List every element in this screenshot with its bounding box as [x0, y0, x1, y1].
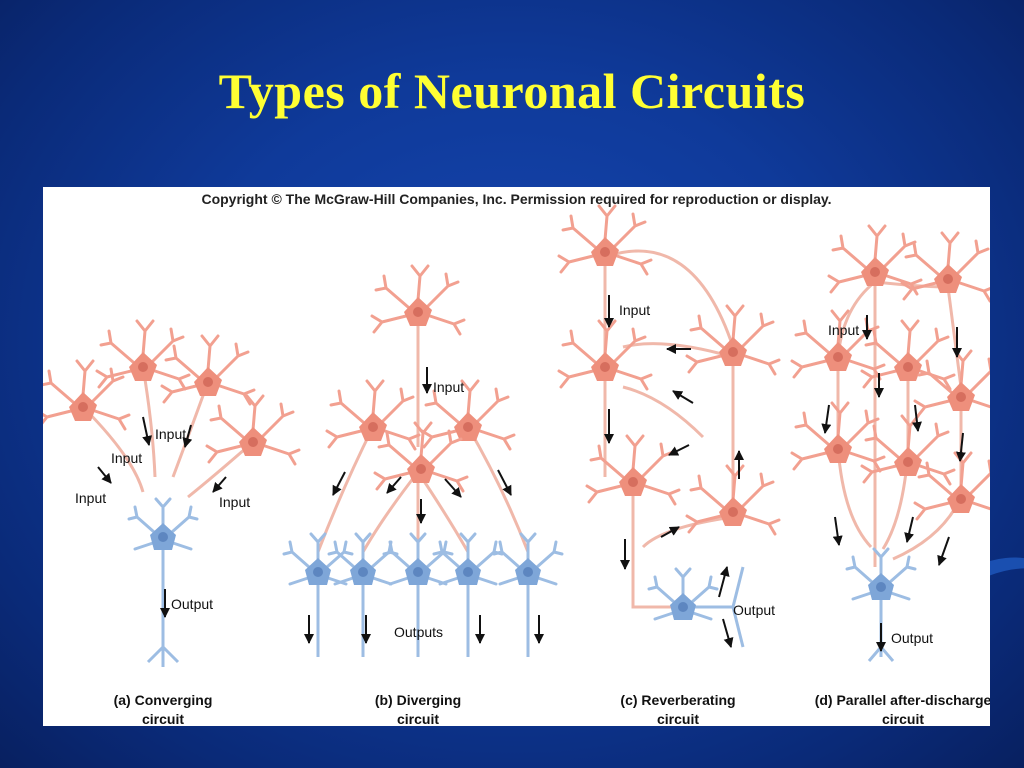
outputs-label: Outputs	[394, 624, 443, 640]
input-arrow	[212, 476, 227, 493]
panel-caption: (d) Parallel after-discharge	[815, 692, 990, 708]
input-label: Input	[828, 322, 859, 338]
feedback-arrow	[672, 390, 694, 404]
signal-arrow	[821, 404, 832, 434]
input-label: Input	[219, 494, 250, 510]
output-label: Output	[733, 602, 775, 618]
output-label: Output	[891, 630, 933, 646]
signal-arrow	[904, 516, 914, 543]
copyright-notice: Copyright © The McGraw-Hill Companies, I…	[201, 191, 832, 207]
signal-arrow	[937, 536, 950, 566]
postsynaptic-neuron	[845, 547, 917, 602]
input-label: Input	[619, 302, 650, 318]
presynaptic-neuron	[370, 264, 466, 336]
signal-arrow	[332, 471, 346, 496]
postsynaptic-neuron	[492, 532, 564, 587]
presynaptic-neuron	[205, 394, 301, 466]
presynaptic-neuron	[43, 359, 131, 431]
neuronal-circuits-diagram: Input Input Input Input Output (a) Conve…	[43, 204, 990, 726]
figure-panel: Copyright © The McGraw-Hill Companies, I…	[43, 187, 990, 726]
feedback-arrow	[668, 444, 690, 456]
signal-arrow	[718, 566, 730, 598]
input-label: Input	[111, 450, 142, 466]
slide-title: Types of Neuronal Circuits	[218, 63, 806, 119]
converging-circuit: Input Input Input Input Output (a) Conve…	[43, 319, 301, 726]
postsynaptic-neuron	[327, 532, 399, 587]
parallel-after-discharge-circuit: Input Output (d) Parallel after-discharg…	[790, 224, 990, 726]
presynaptic-neuron	[325, 379, 421, 451]
signal-arrow	[912, 404, 922, 432]
presynaptic-neuron	[913, 451, 990, 523]
reverberating-circuit: Input Output (c) Reverberating circuit	[557, 204, 781, 726]
postsynaptic-neuron	[282, 532, 354, 587]
output-arrow	[722, 618, 734, 648]
signal-arrow	[832, 516, 843, 546]
signal-arrow	[497, 469, 512, 496]
postsynaptic-neuron	[432, 532, 504, 587]
presynaptic-neuron	[913, 349, 990, 421]
signal-arrow	[386, 476, 402, 494]
input-arrow	[142, 416, 153, 446]
panel-caption: circuit	[657, 711, 699, 726]
output-label: Output	[171, 596, 213, 612]
input-arrow	[97, 466, 112, 484]
postsynaptic-neuron	[382, 532, 454, 587]
signal-arrow	[660, 526, 680, 538]
panel-caption: circuit	[882, 711, 924, 726]
postsynaptic-neuron	[127, 497, 199, 552]
postsynaptic-neuron	[647, 567, 719, 622]
presynaptic-neuron	[557, 204, 653, 276]
panel-caption: (c) Reverberating	[620, 692, 735, 708]
presynaptic-neuron	[160, 334, 256, 406]
diverging-circuit: Input Outputs (b) Diverging circuit	[282, 264, 564, 726]
signal-arrow	[955, 432, 966, 462]
signal-arrow	[444, 478, 462, 498]
panel-caption: (b) Diverging	[375, 692, 461, 708]
panel-caption: circuit	[142, 711, 184, 726]
presynaptic-neuron	[827, 224, 923, 296]
input-arrow	[182, 424, 193, 448]
panel-caption: (a) Converging	[114, 692, 213, 708]
input-label: Input	[433, 379, 464, 395]
presynaptic-neuron	[685, 304, 781, 376]
presynaptic-neuron	[585, 434, 681, 506]
input-label: Input	[75, 490, 106, 506]
panel-caption: circuit	[397, 711, 439, 726]
input-label: Input	[155, 426, 186, 442]
